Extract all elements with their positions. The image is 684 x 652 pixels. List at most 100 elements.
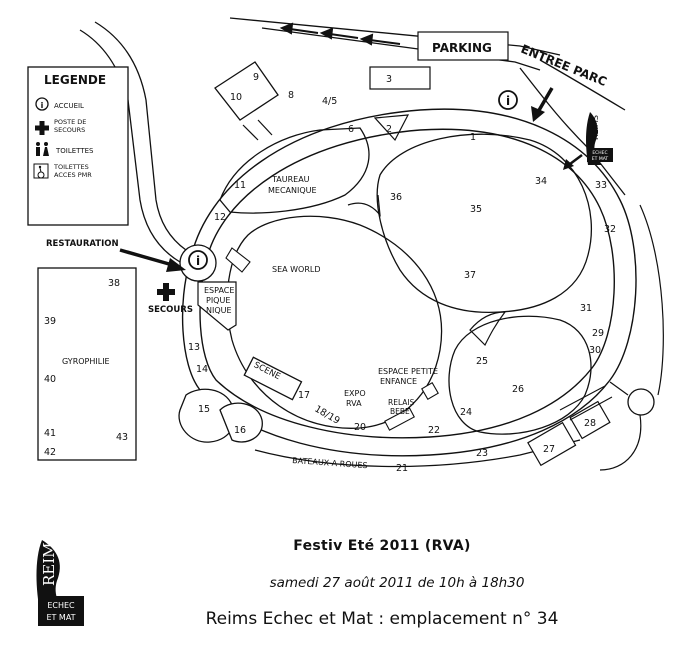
building-3: [369, 66, 431, 90]
stage-scene: [243, 356, 303, 401]
location-assignment: Reims Echec et Mat : emplacement n° 34: [205, 609, 559, 629]
first-aid-cross-icon: [35, 121, 49, 135]
parking-road: [229, 17, 561, 56]
petite-enfance-label: ENFANCE: [380, 377, 417, 386]
gyrophilie-label: GYROPHILIE: [62, 357, 110, 366]
building-28: [569, 400, 611, 440]
location-number: 17: [298, 390, 310, 401]
location-number: 24: [460, 407, 472, 418]
location-number: 26: [512, 384, 524, 395]
svg-text:ECHEC: ECHEC: [47, 601, 75, 610]
gyrophilie-area: [37, 267, 137, 461]
legend-title: LEGENDE: [44, 73, 106, 87]
location-number: 14: [196, 364, 208, 375]
location-number: 37: [464, 270, 476, 281]
location-number: 12: [214, 212, 226, 223]
event-date: samedi 27 août 2011 de 10h à 18h30: [269, 575, 525, 591]
roundabout-east: [627, 388, 655, 416]
svg-text:i: i: [41, 101, 44, 110]
lawn-35: [376, 133, 592, 314]
location-number: 1: [470, 132, 476, 143]
location-number: 35: [470, 204, 482, 215]
location-number: 39: [44, 316, 56, 327]
svg-text:ET MAT: ET MAT: [46, 613, 75, 622]
toilets-icon: [36, 142, 49, 156]
sea-world-label: SEA WORLD: [272, 265, 321, 274]
location-number: 29: [592, 328, 604, 339]
svg-text:ET MAT: ET MAT: [592, 156, 609, 162]
relais-bebe: [384, 407, 415, 431]
building-9-10: [214, 61, 279, 121]
svg-text:i: i: [196, 254, 200, 268]
location-number: 40: [44, 374, 56, 385]
location-number: 16: [234, 425, 246, 436]
location-number: 34: [535, 176, 547, 187]
legend-item-label: ACCUEIL: [54, 102, 84, 110]
location-number: 2: [386, 124, 392, 135]
sea-world-oval: [226, 215, 443, 429]
legend-item-label: TOILETTES: [55, 147, 94, 155]
svg-text:i: i: [506, 94, 510, 108]
svg-text:REIMS: REIMS: [40, 532, 58, 586]
expo-label: EXPO: [344, 389, 366, 398]
area-2: [373, 114, 410, 142]
location-number: 22: [428, 425, 440, 436]
restauration-label: RESTAURATION: [46, 239, 119, 249]
building-27: [527, 421, 577, 467]
parking-area: [417, 31, 509, 61]
location-number: 21: [396, 463, 408, 474]
location-number: 11: [234, 180, 246, 191]
picnic-label: ESPACE: [204, 286, 234, 295]
location-number: 27: [543, 444, 555, 455]
taureau-label: MECANIQUE: [268, 186, 317, 195]
reims-logo-small: REIMS ECHEC ET MAT: [586, 112, 613, 165]
info-icon: i: [498, 90, 518, 110]
location-number: 9: [253, 72, 259, 83]
petite-enfance-kiosk: [421, 382, 439, 400]
location-number: 33: [595, 180, 607, 191]
location-number: 28: [584, 418, 596, 429]
location-number: 4/5: [322, 96, 337, 107]
location-number: 20: [354, 422, 366, 433]
relais-bebe-label: RELAIS: [388, 398, 415, 407]
pond-16: [219, 402, 263, 443]
reims-echec-et-mat-logo: REIMS ECHEC ET MAT: [36, 532, 84, 626]
legend-item-label: TOILETTES ACCES PMR: [54, 163, 92, 179]
location-number: 38: [108, 278, 120, 289]
arrow-icon: [531, 87, 554, 122]
location-number: 32: [604, 224, 616, 235]
taureau-label: TAUREAU: [271, 175, 310, 184]
arrow-icon: [119, 248, 186, 272]
location-number: 41: [44, 428, 56, 439]
relais-bebe-label: BEBE: [390, 407, 410, 416]
first-aid-cross-icon: [157, 283, 175, 301]
bateaux-label: BATEAUX A ROUES: [292, 456, 368, 470]
taureau-area: [219, 127, 370, 214]
legend-item-label: POSTE DE SECOURS: [54, 118, 87, 134]
location-number: 31: [580, 303, 592, 314]
wheelchair-icon: [33, 163, 49, 179]
picnic-area: [197, 281, 237, 331]
location-number: 13: [188, 342, 200, 353]
svg-text:ECHEC: ECHEC: [592, 150, 607, 156]
location-number: 6: [348, 124, 354, 135]
location-numbers: 1 2 3 4/5 6 8 9 10 11 12 13 14 15 16 17 …: [44, 72, 616, 474]
expo-label: RVA: [346, 399, 362, 408]
location-number: 8: [288, 90, 294, 101]
location-number: 23: [476, 448, 488, 459]
secours-label: SECOURS: [148, 305, 193, 315]
lawn-25-26: [448, 315, 592, 435]
parking-label: PARKING: [432, 41, 492, 55]
parking-direction-arrows: [279, 22, 401, 46]
location-number: 3: [386, 74, 392, 85]
legend-box: [27, 66, 129, 226]
picnic-label: PIQUE: [206, 296, 230, 305]
svg-text:REIMS: REIMS: [591, 115, 600, 140]
location-number: 43: [116, 432, 128, 443]
info-icon: i: [35, 97, 49, 111]
location-number: 36: [390, 192, 402, 203]
entree-parc-label: ENTREE PARC: [519, 42, 609, 89]
picnic-label: NIQUE: [206, 306, 232, 315]
event-title: Festiv Eté 2011 (RVA): [293, 538, 471, 554]
